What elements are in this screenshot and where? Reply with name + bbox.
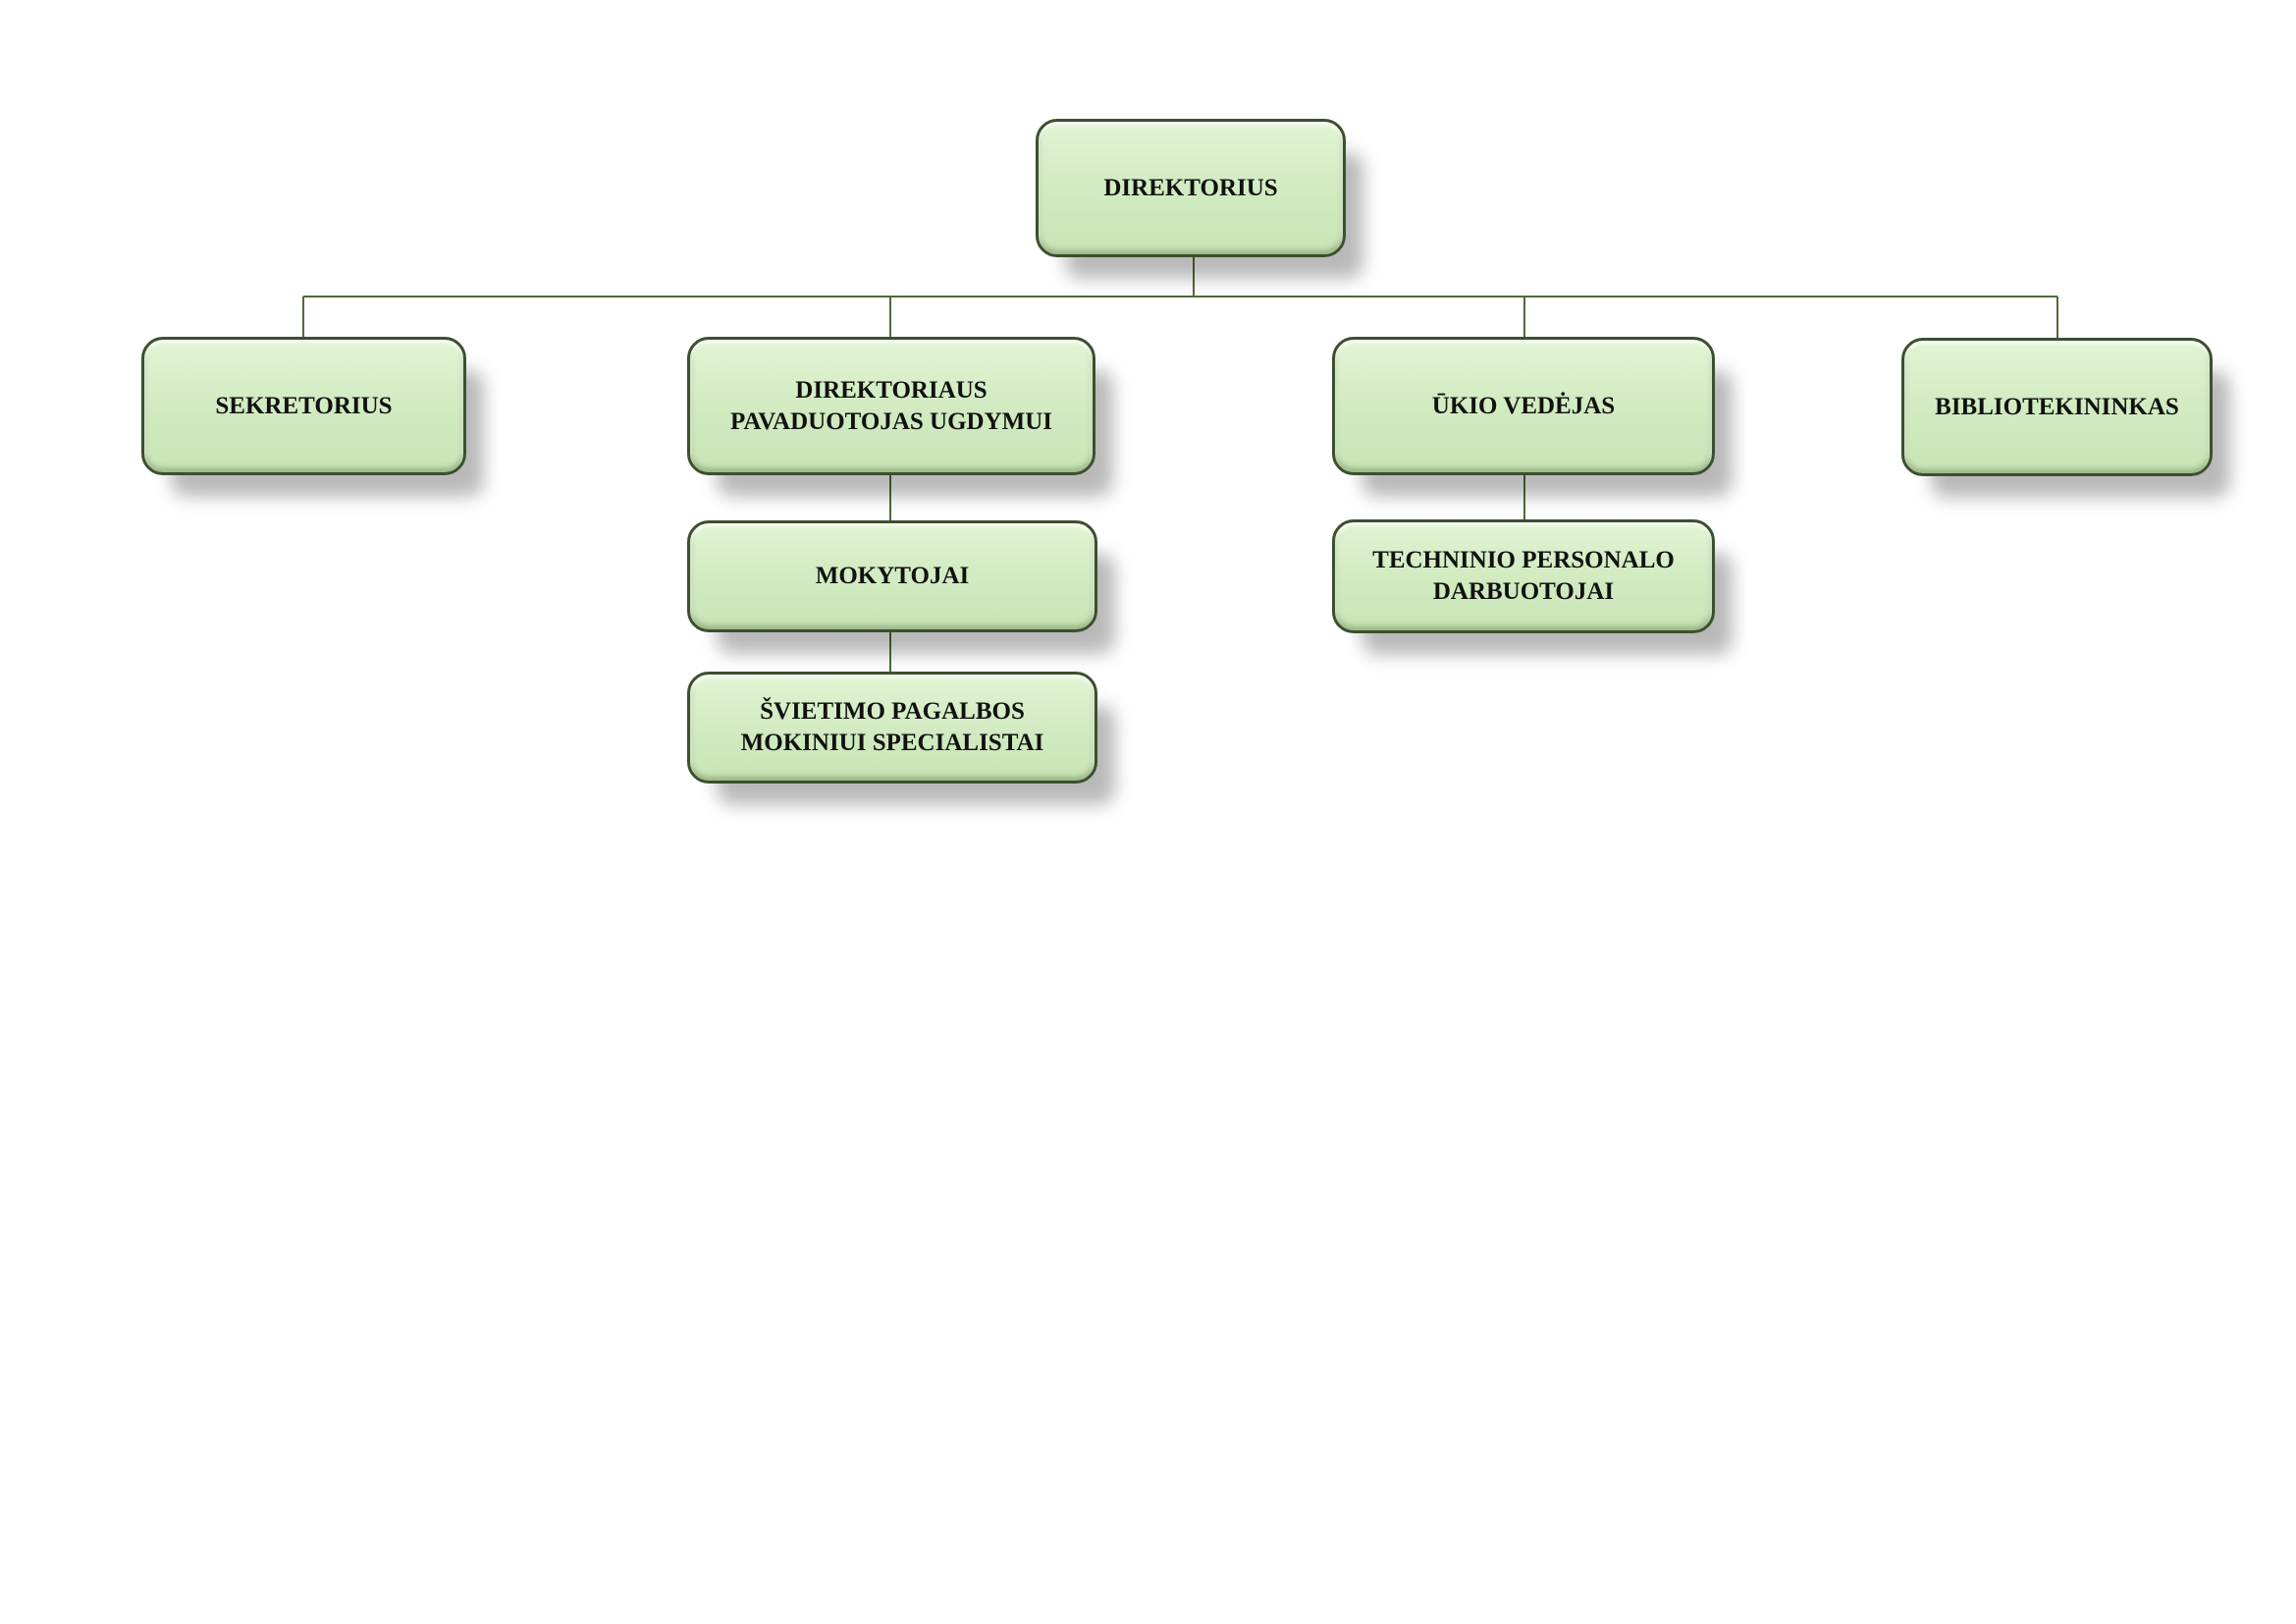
node-librarian-label: BIBLIOTEKININKAS <box>1935 393 2179 420</box>
node-teachers: MOKYTOJAI <box>687 520 1097 632</box>
node-librarian: BIBLIOTEKININKAS <box>1901 338 2213 476</box>
node-facilities-manager: ŪKIO VEDĖJAS <box>1332 337 1715 475</box>
node-secretary-label: SEKRETORIUS <box>215 392 393 419</box>
node-director: DIREKTORIUS <box>1036 119 1346 257</box>
node-teachers-label: MOKYTOJAI <box>815 563 970 589</box>
node-deputy-director-label: DIREKTORIAUS PAVADUOTOJAS UGDYMUI <box>729 376 1053 435</box>
node-support-specialists-label: ŠVIETIMO PAGALBOS MOKINIUI SPECIALISTAI <box>740 698 1044 756</box>
node-support-specialists: ŠVIETIMO PAGALBOS MOKINIUI SPECIALISTAI <box>687 672 1097 784</box>
node-secretary: SEKRETORIUS <box>141 337 466 475</box>
node-facilities-manager-label: ŪKIO VEDĖJAS <box>1431 392 1616 419</box>
node-director-label: DIREKTORIUS <box>1103 174 1278 201</box>
node-technical-staff: TECHNINIO PERSONALO DARBUOTOJAI <box>1332 519 1715 633</box>
node-technical-staff-label: TECHNINIO PERSONALO DARBUOTOJAI <box>1372 547 1675 605</box>
node-deputy-director: DIREKTORIAUS PAVADUOTOJAS UGDYMUI <box>687 337 1095 475</box>
